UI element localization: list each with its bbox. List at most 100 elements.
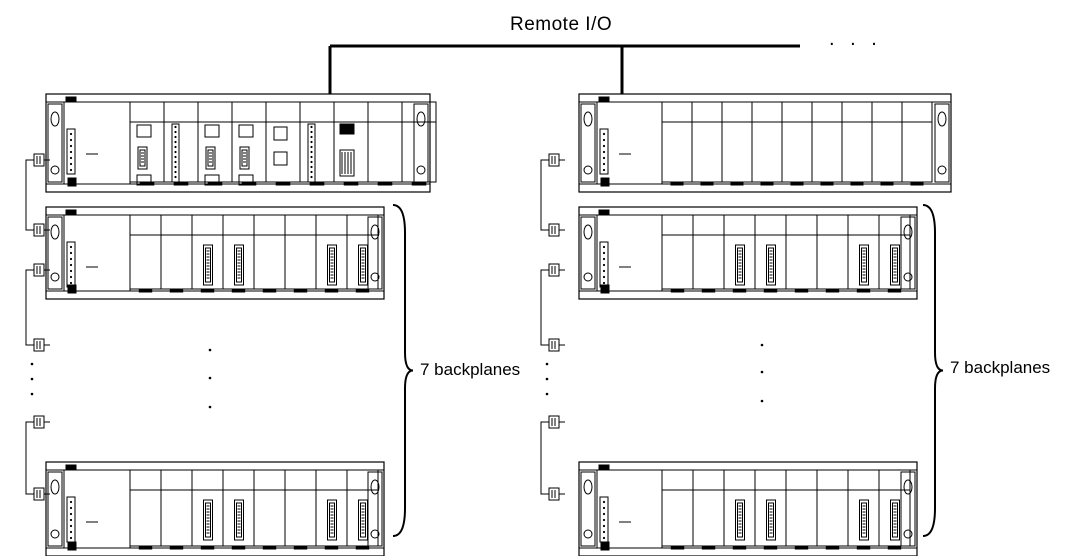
backplane-group-brace [922,204,944,537]
io-module-blank [785,469,818,550]
terminal-screw [69,281,73,285]
io-module-blank [160,214,193,293]
terminal-screw [69,536,73,540]
power-foot [600,541,610,551]
module-body [785,214,818,290]
mounting-screw-icon [903,529,913,539]
cable-line [25,159,34,231]
plug-body [33,223,45,237]
terminal-screw [69,156,73,160]
io-module-dsub [346,469,379,550]
module-body [841,101,873,183]
module-latch [275,181,291,186]
module-latch [670,288,685,293]
module-body [901,101,933,183]
io-module-cpu [129,101,165,186]
module-body [197,101,233,183]
connector-body [859,244,869,286]
power-foot [600,177,610,187]
backplane-frame [578,461,918,556]
backplane-rack-expansion [45,206,385,300]
terminal-screw [69,512,73,516]
module-body [160,469,193,547]
connector-body [735,499,745,541]
power-supply-module [63,214,131,294]
power-supply-module [596,101,663,187]
cable-plug-icon [548,338,565,352]
cable-plug-icon [548,415,565,429]
module-latch [730,181,744,186]
plug-body [33,338,45,352]
mounting-screw-icon [416,165,426,175]
io-module-blank [253,214,286,293]
module-body [781,101,813,183]
terminal-screw [174,155,177,159]
mounting-hole-icon [50,111,60,127]
io-module-dsub [754,469,787,550]
terminal-screw [69,530,73,534]
cable-line [25,421,34,495]
continuation-dot [760,343,764,347]
terminal-screw [310,165,313,169]
io-module-blank [284,469,317,550]
power-foot [67,284,77,294]
module-latch [262,545,277,550]
expansion-cable [25,263,50,352]
module-body [299,101,335,183]
power-terminal-icon [66,128,76,175]
terminal-screw [602,132,606,136]
plug-body [548,263,560,277]
mounting-bracket-left [580,216,596,290]
connector-pins [241,149,248,167]
expansion-cable [540,263,565,352]
connector-pins [768,247,774,283]
power-foot [67,177,77,187]
io-module-blank [661,214,694,293]
power-supply-body [63,214,131,292]
io-module-ethernet [265,101,301,186]
module-latch [293,545,308,550]
connector-body [766,244,776,286]
module-latch [138,288,153,293]
module-dsub-connector [327,499,337,541]
cable-line [540,159,549,231]
terminal-screw [602,275,606,279]
module-latch [169,288,184,293]
module-dsub-connector [735,499,745,541]
connector-pins [360,247,366,283]
io-module-dsub [191,469,224,550]
mounting-screw-icon [50,529,60,539]
io-module-blank [691,101,723,186]
card-slot-icon [204,174,220,186]
module-latch [732,545,747,550]
terminal-screw [310,170,313,174]
mounting-bracket-right [413,103,429,183]
connector-pins [737,502,743,538]
bracket-tab [65,464,77,471]
terminal-screw [69,251,73,255]
io-module-terminal [163,101,199,186]
continuation-dot [545,377,549,381]
io-module-blank [785,214,818,293]
io-module-blank [661,101,693,186]
power-supply-body [596,469,663,549]
module-latch [169,545,184,550]
continuation-dot [30,377,34,381]
io-module-blank [129,469,162,550]
station-left [25,93,437,556]
module-body [222,469,255,547]
backplane-frame [45,206,385,300]
module-body [129,214,162,290]
terminal-screw [310,150,313,154]
connector-pins [737,247,743,283]
io-module-dsub [723,214,756,293]
module-dsub-connector [859,244,869,286]
module-body [163,101,199,183]
mounting-hole-icon [50,479,60,495]
io-module-blank [253,469,286,550]
plug-body [548,153,560,167]
terminal-screw [69,162,73,166]
mounting-bracket-right [900,216,916,290]
power-supply-body [63,469,131,549]
continuation-dot [760,370,764,374]
